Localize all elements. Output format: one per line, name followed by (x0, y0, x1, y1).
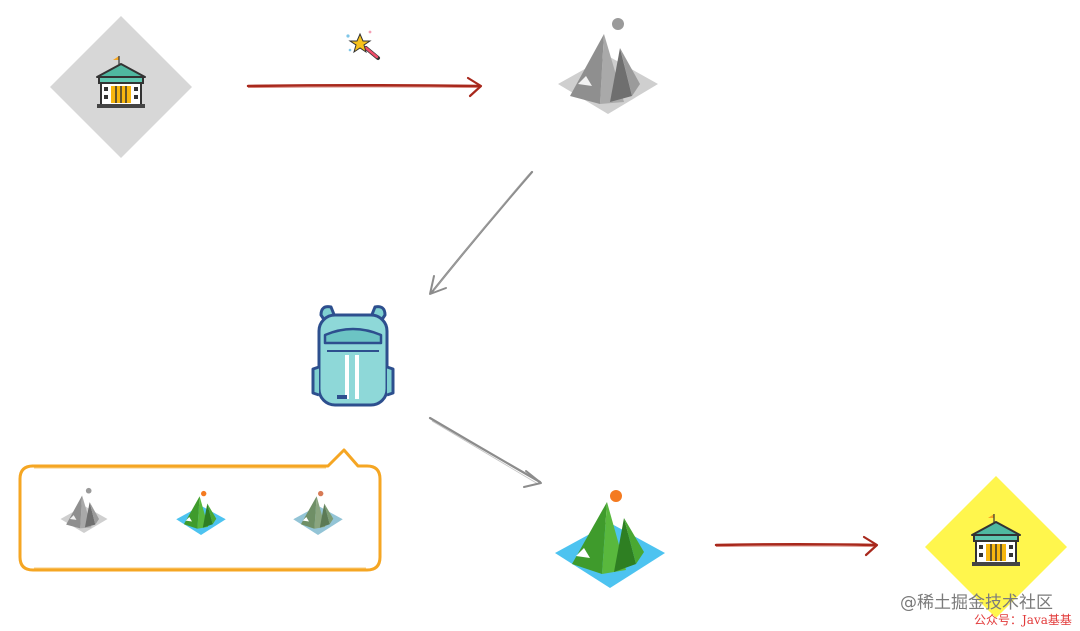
gray-mountain-icon (558, 18, 658, 114)
watermark-community: @稀土掘金技术社区 (900, 593, 1053, 613)
layers-bubble (18, 448, 382, 572)
magic-wand-icon (346, 30, 380, 60)
transform-arrow-2 (714, 535, 879, 557)
source-node (50, 16, 192, 158)
to-colored-mountain-arrow (428, 416, 542, 488)
backpack-icon (311, 305, 395, 407)
colored-mountain-icon (176, 490, 226, 535)
colored-mountain-icon (555, 490, 665, 588)
transform-arrow (246, 76, 483, 98)
to-backpack-arrow (429, 170, 534, 295)
target-node (925, 476, 1067, 618)
gray-mountain-icon (60, 487, 108, 534)
muted-mountain-icon (293, 490, 343, 535)
watermark-account: 公众号：Java基基 (974, 613, 1072, 627)
